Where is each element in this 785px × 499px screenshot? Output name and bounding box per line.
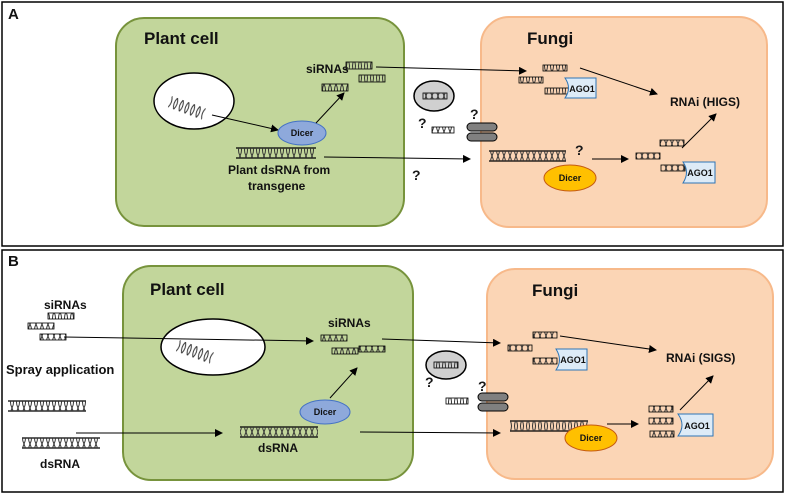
panel-b-transporter-top	[477, 392, 509, 402]
panel-a-fungi-cell	[480, 16, 768, 228]
panel-b-spray-dsrna-1	[8, 400, 86, 412]
panel-a-arrow-sirnas-fungi	[375, 66, 527, 75]
panel-b-q-vesicle: ?	[425, 374, 434, 390]
panel-a-letter: A	[8, 6, 19, 23]
panel-b-ago-bottom	[677, 413, 714, 437]
panel-b-letter: B	[8, 253, 19, 270]
panel-a-rnai-label: RNAi (HIGS)	[670, 95, 740, 109]
panel-b-spray-sirnas-label: siRNAs	[44, 298, 87, 312]
panel-b-ago-bottom-label: AGO1	[684, 421, 710, 431]
panel-a-transporter-top	[466, 122, 498, 132]
panel-a-arrow-nucleus-dicer	[211, 114, 279, 133]
panel-b-arrow-dsrna-fungi	[359, 428, 501, 437]
panel-b-q-transporter: ?	[478, 378, 487, 394]
panel-a-arrow-ago-bottom-rnai	[681, 113, 717, 149]
panel-b-rnai-label: RNAi (SIGS)	[666, 351, 735, 365]
panel-b-fungi-dicer-label: Dicer	[580, 433, 603, 443]
panel-b-transporter-bottom	[477, 402, 509, 412]
panel-a-ago-top-label: AGO1	[569, 84, 595, 94]
panel-a-fungi-dsrna	[489, 150, 566, 162]
panel-a-plant-dicer-label: Dicer	[291, 128, 314, 138]
panel-a-plant-dicer	[277, 120, 327, 146]
panel-a-arrow-dicer-sirnas	[315, 92, 345, 124]
panel-a-q-fungi-dsrna: ?	[575, 142, 584, 158]
panel-a-plant-cell	[115, 17, 405, 227]
panel-a-ago-bottom-label: AGO1	[687, 168, 713, 178]
panel-a-q-mid: ?	[412, 167, 421, 183]
panel-b-transporter-sirna	[445, 397, 469, 405]
panel-b-arrow-ago-bottom-rnai	[679, 375, 714, 411]
panel-b-arrow-sirnas-fungi	[381, 338, 501, 347]
panel-b-spray-dsrna-label: dsRNA	[40, 457, 80, 471]
panel-b-nucleus	[160, 318, 266, 376]
panel-b-arrow-dicer-sirnas	[329, 367, 358, 399]
panel-a-q-transporter: ?	[470, 106, 479, 122]
panel-a-ago-top	[564, 77, 597, 99]
panel-a-dsrna-label-2: transgene	[248, 179, 306, 193]
panel-b-plant-cell	[122, 265, 414, 481]
panel-a-fungi-dicer-label: Dicer	[559, 173, 582, 183]
panel-a-transporter-sirna	[431, 126, 455, 134]
panel-b-fungi-sirna-top	[507, 331, 558, 365]
panel-a-transporter-bottom	[466, 132, 498, 142]
panel-b-plant-dicer-label: Dicer	[314, 407, 337, 417]
panel-a-ago-bottom	[682, 161, 716, 184]
panel-b-arrow-ago-top-rnai	[559, 335, 657, 353]
panel-b-ago-top-label: AGO1	[560, 355, 586, 365]
panel-b-vesicle-sirna	[433, 361, 459, 369]
panel-b-plant-dsrna	[240, 426, 318, 438]
panel-a-arrow-dsrna-fungi	[323, 154, 471, 163]
panel-b-arrow-spray-sirnas	[63, 336, 314, 345]
panel-a-fungi-dicer	[543, 164, 597, 192]
panel-b-sirna-cluster	[320, 334, 386, 355]
panel-a-sirna-cluster	[321, 61, 386, 92]
panel-b-dna-icon	[175, 340, 214, 364]
panel-a-vesicle-sirna	[422, 92, 448, 100]
panel-a-fungi-title: Fungi	[527, 29, 573, 48]
panel-b-fungi-cell	[486, 268, 774, 480]
panel-b-spray-dsrna-2	[22, 437, 100, 449]
panel-b-sirnas-label: siRNAs	[328, 316, 371, 330]
panel-b-fungi-title: Fungi	[532, 281, 578, 300]
panel-a-plant-title: Plant cell	[144, 29, 219, 48]
panel-a-fungi-sirna-bottom	[635, 139, 686, 172]
panel-b-fungi-sirna-bottom	[648, 405, 675, 438]
panel-a-sirnas-label: siRNAs	[306, 62, 349, 76]
panel-b-fungi-dicer	[564, 424, 618, 452]
panel-b-spray-sirna-cluster	[27, 312, 75, 341]
panel-a-nucleus	[153, 72, 235, 130]
panel-a-plant-dsrna	[236, 147, 316, 159]
panel-b-dsrna-label: dsRNA	[258, 441, 298, 455]
panel-a-dna-icon	[167, 96, 206, 120]
panel-a-arrow-ago-top-rnai	[579, 67, 658, 96]
panel-b-plant-dicer	[299, 399, 351, 425]
panel-a-dsrna-label-1: Plant dsRNA from	[228, 163, 330, 177]
panel-a-q-vesicle: ?	[418, 115, 427, 131]
panel-b-spray-label: Spray application	[6, 362, 114, 377]
panel-b-plant-title: Plant cell	[150, 280, 225, 299]
panel-b-ago-top	[555, 348, 588, 371]
